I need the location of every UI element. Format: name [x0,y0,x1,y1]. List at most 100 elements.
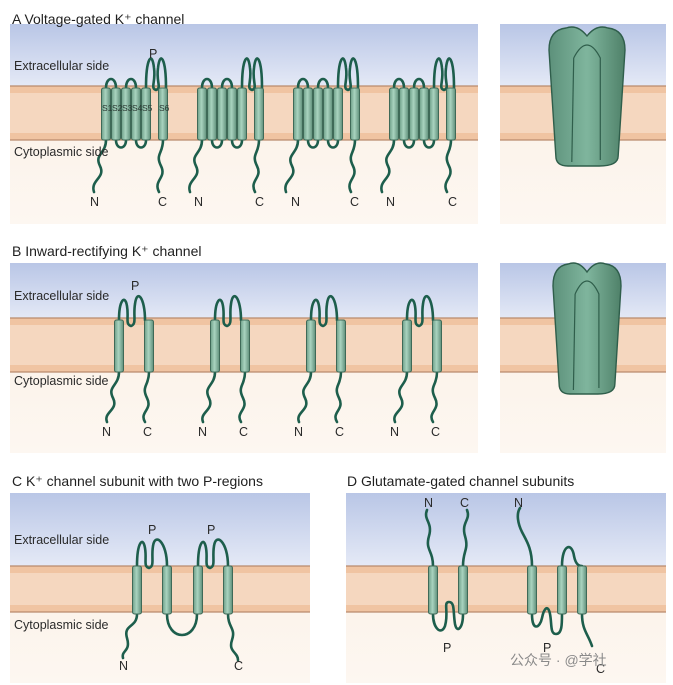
panel-c-extracellular [10,493,310,573]
panel-c-n-label: N [119,659,129,673]
panel-a-subunit-3-s5-helix [333,87,343,141]
panel-b-title: B Inward-rectifying K⁺ channel [12,243,202,259]
panel-a-subunit-2-s3-helix [217,87,227,141]
panel-a-subunit-4-s5-helix [429,87,439,141]
panel-b-subunit-2-n-tail [201,370,217,424]
watermark: 公众号 · @学社 [510,652,607,668]
panel-b-channel-3d-left-subunit-edge [572,293,576,391]
panel-d-subunit-1-helix-2 [458,565,468,615]
segment-s1-label: S1 [102,103,113,113]
panel-a-subunit-1-loop-12 [104,77,118,90]
panel-a-subunit-4-s2-helix [399,87,409,141]
panel-b-channel-3d-body [552,262,622,395]
panel-c-membrane-top-leaflet [10,566,310,573]
panel-a-subunit-3-loop-12 [296,77,310,90]
panel-a-subunit-1-s4-helix [131,87,141,141]
panel-a-c-label-3: C [350,195,360,209]
panel-a-subunit-3-loop-34 [316,77,330,90]
panel-a-subunit-4-s4-helix [419,87,429,141]
panel-b-subunit-3-helix-1 [306,319,316,373]
panel-a-n-label-4: N [386,195,396,209]
panel-c-helix-3 [193,565,203,615]
panel-b-subunit-1-helix-1 [114,319,124,373]
panel-b-p-label: P [131,279,140,293]
panel-a-channel-3d-left-subunit-edge [571,57,575,163]
panel-a-subunit-1-c-tail [156,138,165,194]
panel-b-subunit-2-helix-1 [210,319,220,373]
panel-a-subunit-2-s2-helix [207,87,217,141]
panel-c-helix-4 [223,565,233,615]
panel-a-subunit-1-loop-34 [124,77,138,90]
panel-d-title: D Glutamate-gated channel subunits [347,473,575,489]
panel-d-n-label-2: N [514,496,524,510]
panel-a-subunit-3-p-loop [336,57,360,92]
panel-a-subunit-2-c-tail [252,138,261,194]
panel-b-n-label-2: N [198,425,208,439]
panel-c-p2-label: P [207,523,216,537]
panel-a-subunit-1-s5-helix [141,87,151,141]
panel-a-subunit-2-loop-23 [210,138,224,149]
panel-d-membrane-top-leaflet [346,566,666,573]
panel-a-n-label-2: N [194,195,204,209]
panel-d-subunit-1-c-tail [461,508,470,568]
panel-b-subunit-3-p-loop [309,294,339,328]
panel-a-n-label-1: N [90,195,100,209]
segment-s5-label: S5 [142,103,153,113]
panel-b-subunit-4-n-tail [393,370,409,424]
panel-a-subunit-1-s2-helix [111,87,121,141]
panel-a-c-label-4: C [448,195,458,209]
panel-b-subunit-4-p-loop [405,294,435,328]
panel-a-cytoplasmic-label: Cytoplasmic side [14,145,109,159]
panel-a-subunit-3-loop-23 [306,138,320,149]
panel-a-subunit-2-s4-helix [227,87,237,141]
panel-b-subunit-1-c-tail [142,370,151,424]
panel-b-subunit-4-helix-1 [402,319,412,373]
panel-a-subunit-4-c-tail [444,138,453,194]
panel-a-extracellular [10,24,478,93]
panel-d-extracellular [346,493,666,573]
panel-d-subunit-1-p-loop [431,600,465,632]
panel-c-membrane [10,566,310,612]
panel-b-c-label-4: C [431,425,441,439]
panel-a-channel-3d-front-subunit-edge [573,44,601,160]
panel-a-subunit-4-s1-helix [389,87,399,141]
panel-c-helix-1 [132,565,142,615]
panel-b-subunit-2-c-tail [238,370,247,424]
panel-d-membrane-bottom-leaflet [346,605,666,612]
panel-b-subunit-4-helix-2 [432,319,442,373]
panel-a-subunit-1-p-loop [144,57,168,92]
panel-b-subunit-2-helix-2 [240,319,250,373]
panel-b-c-label-1: C [143,425,153,439]
panel-a-p-label: P [149,47,158,61]
panel-b-subunit-1-p-loop [117,294,147,328]
panel-d-c-label-2: C [596,662,606,676]
panel-a-subunit-4-p-loop [432,57,456,92]
panel-a-subunit-2-p-loop [240,57,264,92]
segment-s3-label: S3 [122,103,133,113]
panel-a-subunit-4-n-tail [380,138,396,194]
panel-d-subunit-2-c-tail [580,612,594,648]
panel-c-p-loop-2 [196,538,230,570]
panel-c-helix-2 [162,565,172,615]
panel-a-subunit-2-s1-helix [197,87,207,141]
panel-b-c-label-2: C [239,425,249,439]
panel-a-subunit-1-n-tail [92,138,108,194]
panel-b-subunit-2-p-loop [213,294,243,328]
panel-a-subunit-2-loop-12 [200,77,214,90]
panel-d-subunit-2-helix-3 [577,565,587,615]
panel-d-subunit-1-n-tail [424,508,435,568]
panel-b-n-label-1: N [102,425,112,439]
panel-a-extracellular-label: Extracellular side [14,59,110,73]
panel-b-subunit-3-helix-2 [336,319,346,373]
panel-a-subunit-3-s1-helix [293,87,303,141]
panel-a-subunit-3-s2-helix [303,87,313,141]
panel-b-cytoplasmic-label: Cytoplasmic side [14,374,109,388]
panel-a-title: A Voltage-gated K⁺ channel [12,11,185,27]
panel-a-subunit-3-c-tail [348,138,357,194]
panel-c-title: C K⁺ channel subunit with two P-regions [12,473,263,489]
panel-a-subunit-1-s6-helix [158,87,168,141]
panel-b-extracellular-label: Extracellular side [14,289,110,303]
panel-b-subunit-4-c-tail [430,370,439,424]
panel-d-subunit-1-helix-1 [428,565,438,615]
